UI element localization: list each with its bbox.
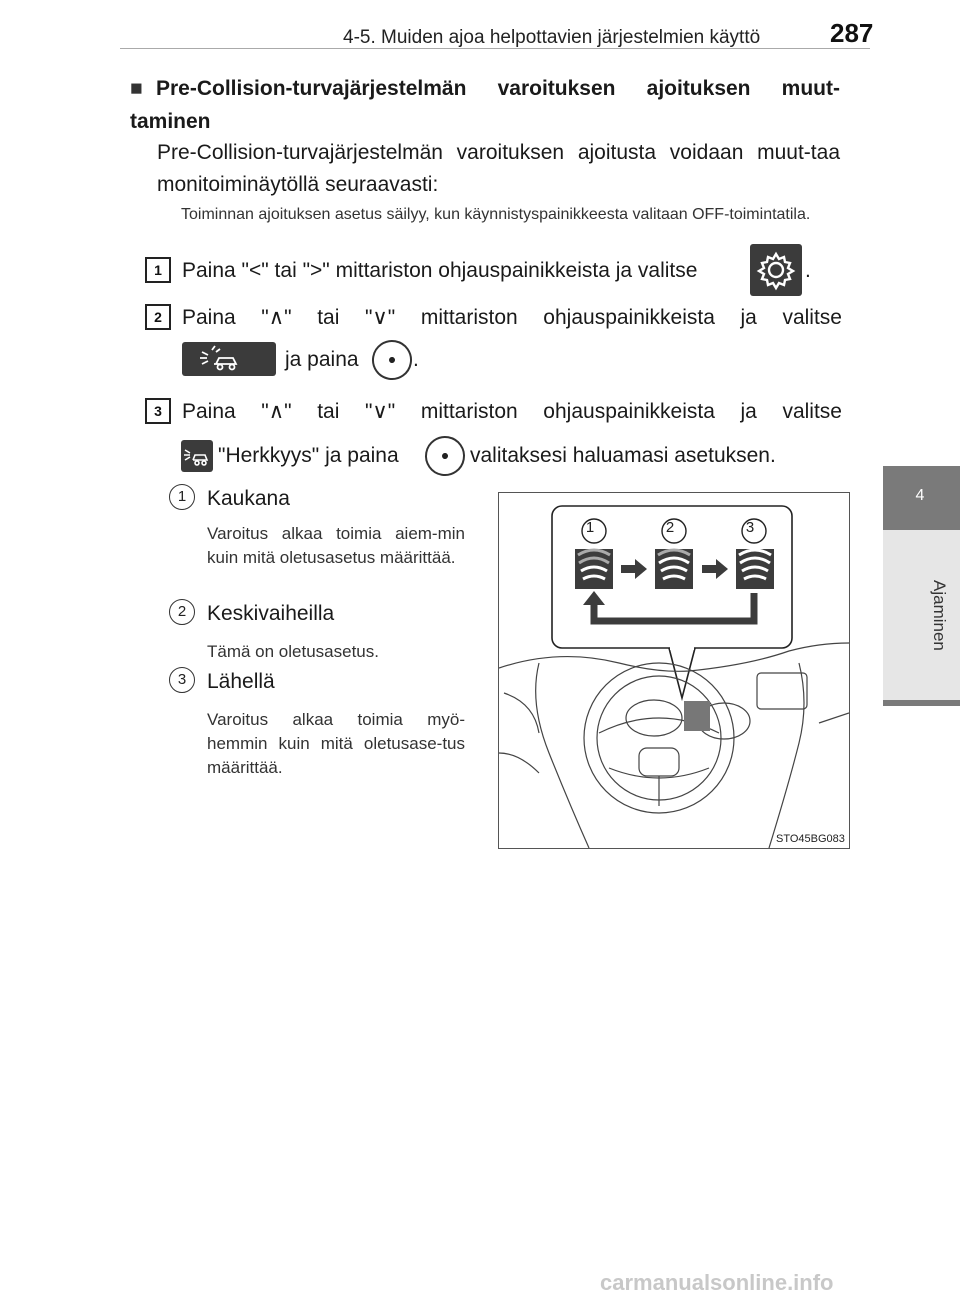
page-number: 287 <box>830 18 874 48</box>
section-heading: ■Pre-Collision-turvajärjestelmän varoitu… <box>130 72 840 138</box>
enter-button-icon-2 <box>417 428 473 484</box>
figure-label-3: 3 <box>745 519 755 536</box>
figure-illustration <box>499 505 849 848</box>
step-badge-3: 3 <box>145 398 171 424</box>
settings-gear-icon <box>750 244 802 296</box>
step-3-line1: Paina "∧" tai "∨" mittariston ohjauspain… <box>182 400 842 423</box>
figure-label-2: 2 <box>665 519 675 536</box>
step-1-period: . <box>805 259 811 282</box>
option-desc-1: Varoitus alkaa toimia aiem-min kuin mitä… <box>207 524 465 567</box>
option-number-1: 1 <box>169 484 195 510</box>
section-heading-text: Pre-Collision-turvajärjestelmän varoituk… <box>130 77 840 133</box>
option-title-1: Kaukana <box>207 487 290 510</box>
section-note: Toiminnan ajoituksen asetus säilyy, kun … <box>181 206 811 223</box>
pcs-sensitivity-icon <box>182 342 276 376</box>
step-badge-1: 1 <box>145 257 171 283</box>
step-3-line2-end: valitaksesi haluamasi asetuksen. <box>470 444 776 467</box>
step-2-period: . <box>413 348 419 371</box>
option-title-2: Keskivaiheilla <box>207 602 335 625</box>
pcs-sensitivity-small-icon <box>181 440 213 472</box>
figure-label-1: 1 <box>585 519 595 536</box>
page-header-title: 4-5. Muiden ajoa helpottavien järjestelm… <box>343 27 761 48</box>
step-3-line2-mid: "Herkkyys" ja paina <box>218 444 399 467</box>
arrow-right-icon <box>621 559 728 579</box>
step-badge-2: 2 <box>145 304 171 330</box>
option-number-3: 3 <box>169 667 195 693</box>
section-intro: Pre-Collision-turvajärjestelmän varoituk… <box>157 141 840 196</box>
chapter-side-tab-label-bg <box>883 530 960 700</box>
step-2-line2-mid: ja paina <box>285 348 359 371</box>
header-rule <box>120 48 870 49</box>
option-desc-3: Varoitus alkaa toimia myö-hemmin kuin mi… <box>207 710 465 777</box>
chapter-number: 4 <box>915 487 925 504</box>
option-desc-2: Tämä on oletusasetus. <box>207 642 379 661</box>
heading-bullet: ■ <box>130 77 143 100</box>
figure-code: STO45BG083 <box>776 833 845 845</box>
instrument-panel-figure: 1 2 3 STO45BG083 <box>498 492 850 849</box>
warning-timing-icon <box>575 548 774 589</box>
site-watermark: carmanualsonline.info <box>600 1270 834 1295</box>
chapter-label: Ajaminen <box>930 580 949 651</box>
option-number-2: 2 <box>169 599 195 625</box>
option-title-3: Lähellä <box>207 670 275 693</box>
enter-button-icon <box>364 332 420 388</box>
step-2-line1: Paina "∧" tai "∨" mittariston ohjauspain… <box>182 306 842 329</box>
step-1-text: Paina "<" tai ">" mittariston ohjauspain… <box>182 259 698 282</box>
